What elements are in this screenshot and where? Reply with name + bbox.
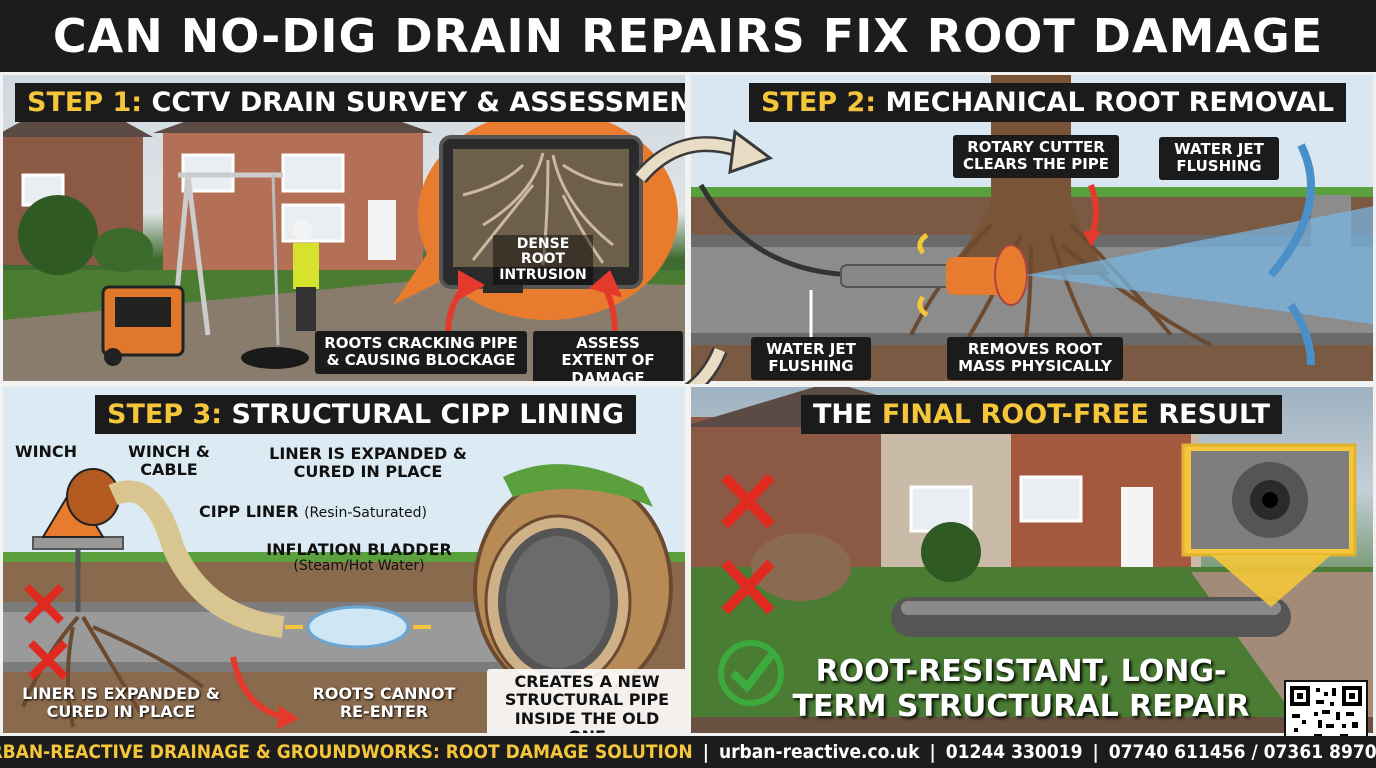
water-jet <box>1026 206 1373 325</box>
step2-label: STEP 2: <box>761 87 877 118</box>
assess-extent-callout: ASSESS EXTENT OF DAMAGE <box>533 331 683 381</box>
liner-expanded-bottom-label: LINER IS EXPANDED & CURED IN PLACE <box>22 684 220 721</box>
footer-separator: | <box>929 741 936 763</box>
footer-phone2[interactable]: 07740 611456 / 07361 897074 <box>1108 741 1376 763</box>
dense-root-label: DENSE ROOT INTRUSION <box>493 235 593 286</box>
final-title-accent: FINAL ROOT-FREE <box>881 399 1149 430</box>
step1-panel: STEP 1: CCTV DRAIN SURVEY & ASSESSMENT D… <box>0 72 688 384</box>
water-jet-bottom-callout: WATER JET FLUSHING <box>751 337 871 380</box>
footer: URBAN-REACTIVE DRAINAGE & GROUNDWORKS: R… <box>0 736 1376 768</box>
final-result-text: ROOT-RESISTANT, LONG-TERM STRUCTURAL REP… <box>792 654 1250 724</box>
final-title-post: RESULT <box>1158 399 1271 430</box>
final-header: THE FINAL ROOT-FREE RESULT <box>801 395 1283 434</box>
step3-label: STEP 3: <box>107 399 223 430</box>
step2-title: MECHANICAL ROOT REMOVAL <box>885 87 1335 118</box>
cipp-liner-label: CIPP LINER (Resin-Saturated) <box>199 503 459 521</box>
inflation-bladder <box>306 605 410 649</box>
removes-root-callout: REMOVES ROOT MASS PHYSICALLY <box>947 337 1123 380</box>
page-title: CAN NO-DIG DRAIN REPAIRS FIX ROOT DAMAGE <box>52 9 1324 63</box>
rotary-cutter <box>946 257 1006 295</box>
footer-separator: | <box>1092 741 1099 763</box>
bladder-text: INFLATION BLADDER <box>266 540 452 559</box>
step1-label: STEP 1: <box>27 87 143 118</box>
footer-phone1[interactable]: 01244 330019 <box>945 741 1083 763</box>
step1-header: STEP 1: CCTV DRAIN SURVEY & ASSESSMENT <box>15 83 688 122</box>
worker-head <box>293 220 313 240</box>
winch-drum <box>66 468 120 526</box>
cross-icon <box>721 473 775 529</box>
manhole <box>241 347 309 369</box>
cipp-liner-text: CIPP LINER <box>199 502 299 521</box>
worker-vest <box>293 243 319 289</box>
title-bar: CAN NO-DIG DRAIN REPAIRS FIX ROOT DAMAGE <box>0 0 1376 72</box>
winch-cable-label: WINCH & CABLE <box>128 442 210 479</box>
roots-cannot-label: ROOTS CANNOT RE-ENTER <box>312 684 456 721</box>
step1-title: CCTV DRAIN SURVEY & ASSESSMENT <box>151 87 688 118</box>
final-panel: THE FINAL ROOT-FREE RESULT ROOT-RESISTAN… <box>688 384 1376 736</box>
cross-icon <box>721 559 775 615</box>
jetting-cable <box>698 183 862 278</box>
winch-label: WINCH <box>14 442 78 461</box>
cipp-liner-sub: (Resin-Saturated) <box>304 505 427 521</box>
step2-panel: STEP 2: MECHANICAL ROOT REMOVAL ROTARY C… <box>688 72 1376 384</box>
footer-separator: | <box>702 741 709 763</box>
rotary-cutter-callout: ROTARY CUTTER CLEARS THE PIPE <box>953 135 1119 178</box>
creates-pipe-callout: CREATES A NEW STRUCTURAL PIPE INSIDE THE… <box>487 669 685 733</box>
water-jet-top-callout: WATER JET FLUSHING <box>1159 137 1279 180</box>
roots-cracking-callout: ROOTS CRACKING PIPE & CAUSING BLOCKAGE <box>315 331 527 374</box>
cross-icon <box>24 584 64 624</box>
step3-title: STRUCTURAL CIPP LINING <box>231 399 625 430</box>
step2-header: STEP 2: MECHANICAL ROOT REMOVAL <box>749 83 1347 122</box>
bladder-sub: (Steam/Hot Water) <box>293 557 425 574</box>
step3-header: STEP 3: STRUCTURAL CIPP LINING <box>95 395 637 434</box>
cross-icon <box>28 640 68 680</box>
final-title-pre: THE <box>813 399 873 430</box>
liner-expanded-top-label: LINER IS EXPANDED & CURED IN PLACE <box>269 444 467 481</box>
check-icon <box>718 640 784 706</box>
step3-panel: STEP 3: STRUCTURAL CIPP LINING WINCH WIN… <box>0 384 688 736</box>
footer-website[interactable]: urban-reactive.co.uk <box>718 741 920 763</box>
footer-brand: URBAN-REACTIVE DRAINAGE & GROUNDWORKS: R… <box>0 741 693 763</box>
bladder-label: INFLATION BLADDER (Steam/Hot Water) <box>259 541 459 574</box>
cipp-liner-hose <box>108 480 285 638</box>
